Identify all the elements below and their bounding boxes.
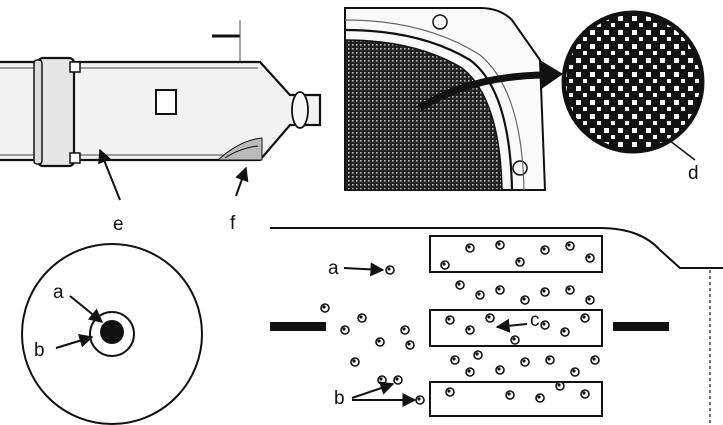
housing-flange [36,56,76,168]
arrow-e [98,148,121,201]
arrow-b-bottom-1 [351,381,395,399]
particle-core-dot [379,377,383,381]
channel-lower [429,381,603,417]
particle-core-dot [442,262,446,266]
label-b-top: b [34,340,45,361]
arrow-a-bottom [343,262,385,277]
particle-core-dot [497,242,501,246]
particle-core-dot [542,247,546,251]
particle-core-dot [542,289,546,293]
particle-core-dot [542,322,546,326]
magnify-arrow [418,71,546,111]
particle-core-dot [457,282,461,286]
particle-core-dot [387,267,391,271]
particle-core-dot [407,342,411,346]
label-f: f [230,213,236,234]
particle-core-dot [582,315,586,319]
particle-core-dot [567,287,571,291]
pointer-d [639,117,696,161]
outlet-bar [613,322,669,331]
label-d: d [688,163,699,184]
particle-core [100,320,124,344]
particle-core-dot [537,395,541,399]
particle-core-dot [395,377,399,381]
particle-core-dot [547,357,551,361]
particle-core-dot [522,359,526,363]
magnified-mesh [561,10,705,154]
particle-section [21,243,203,425]
particle-core-dot [475,352,479,356]
particle-core-dot [467,369,471,373]
particle-core-dot [572,369,576,373]
arrow-f [235,166,249,197]
particle-core-dot [447,389,451,393]
particle-core-dot [592,357,596,361]
particle-core-dot [582,391,586,395]
particle-core-dot [497,287,501,291]
particle-core-dot [512,337,516,341]
particle-core-dot [359,315,363,319]
particle-core-dot [517,259,521,263]
particle-core-dot [452,357,456,361]
particle-core-dot [342,327,346,331]
particle-core-dot [467,245,471,249]
channel-upper [429,235,603,273]
particle-core-dot [447,317,451,321]
particle-core-dot [417,397,421,401]
housing-window [155,89,177,115]
particle-core-dot [497,367,501,371]
frame-bolt-hole-bottom [512,160,528,176]
particle-core-dot [352,359,356,363]
label-b-bottom: b [334,388,345,409]
particle-core-dot [477,292,481,296]
label-e: e [113,214,124,235]
arrow-a-top [69,295,104,323]
label-a-top: a [53,282,64,303]
particle-core-dot [522,297,526,301]
arrow-c [495,318,528,333]
particle-core-dot [557,383,561,387]
particle-core-dot [377,339,381,343]
particle-core-dot [507,392,511,396]
filter-housing [0,20,322,168]
frame-bolt-hole-top [432,14,448,30]
inlet-bar [270,322,326,331]
channel-diagram [270,227,723,425]
filter-element [344,7,547,191]
particle-core-dot [487,315,491,319]
filter-mesh [344,39,503,191]
label-c: c [530,310,540,331]
label-a-bottom: a [328,258,339,279]
particles [320,240,600,405]
particle-core-dot [402,327,406,331]
particle-core-dot [322,305,326,309]
particle-core-dot [467,327,471,331]
particle-core-dot [587,297,591,301]
arrow-b-top [55,333,94,349]
particle-core-dot [587,255,591,259]
particle-core-dot [562,329,566,333]
particle-core-dot [567,243,571,247]
